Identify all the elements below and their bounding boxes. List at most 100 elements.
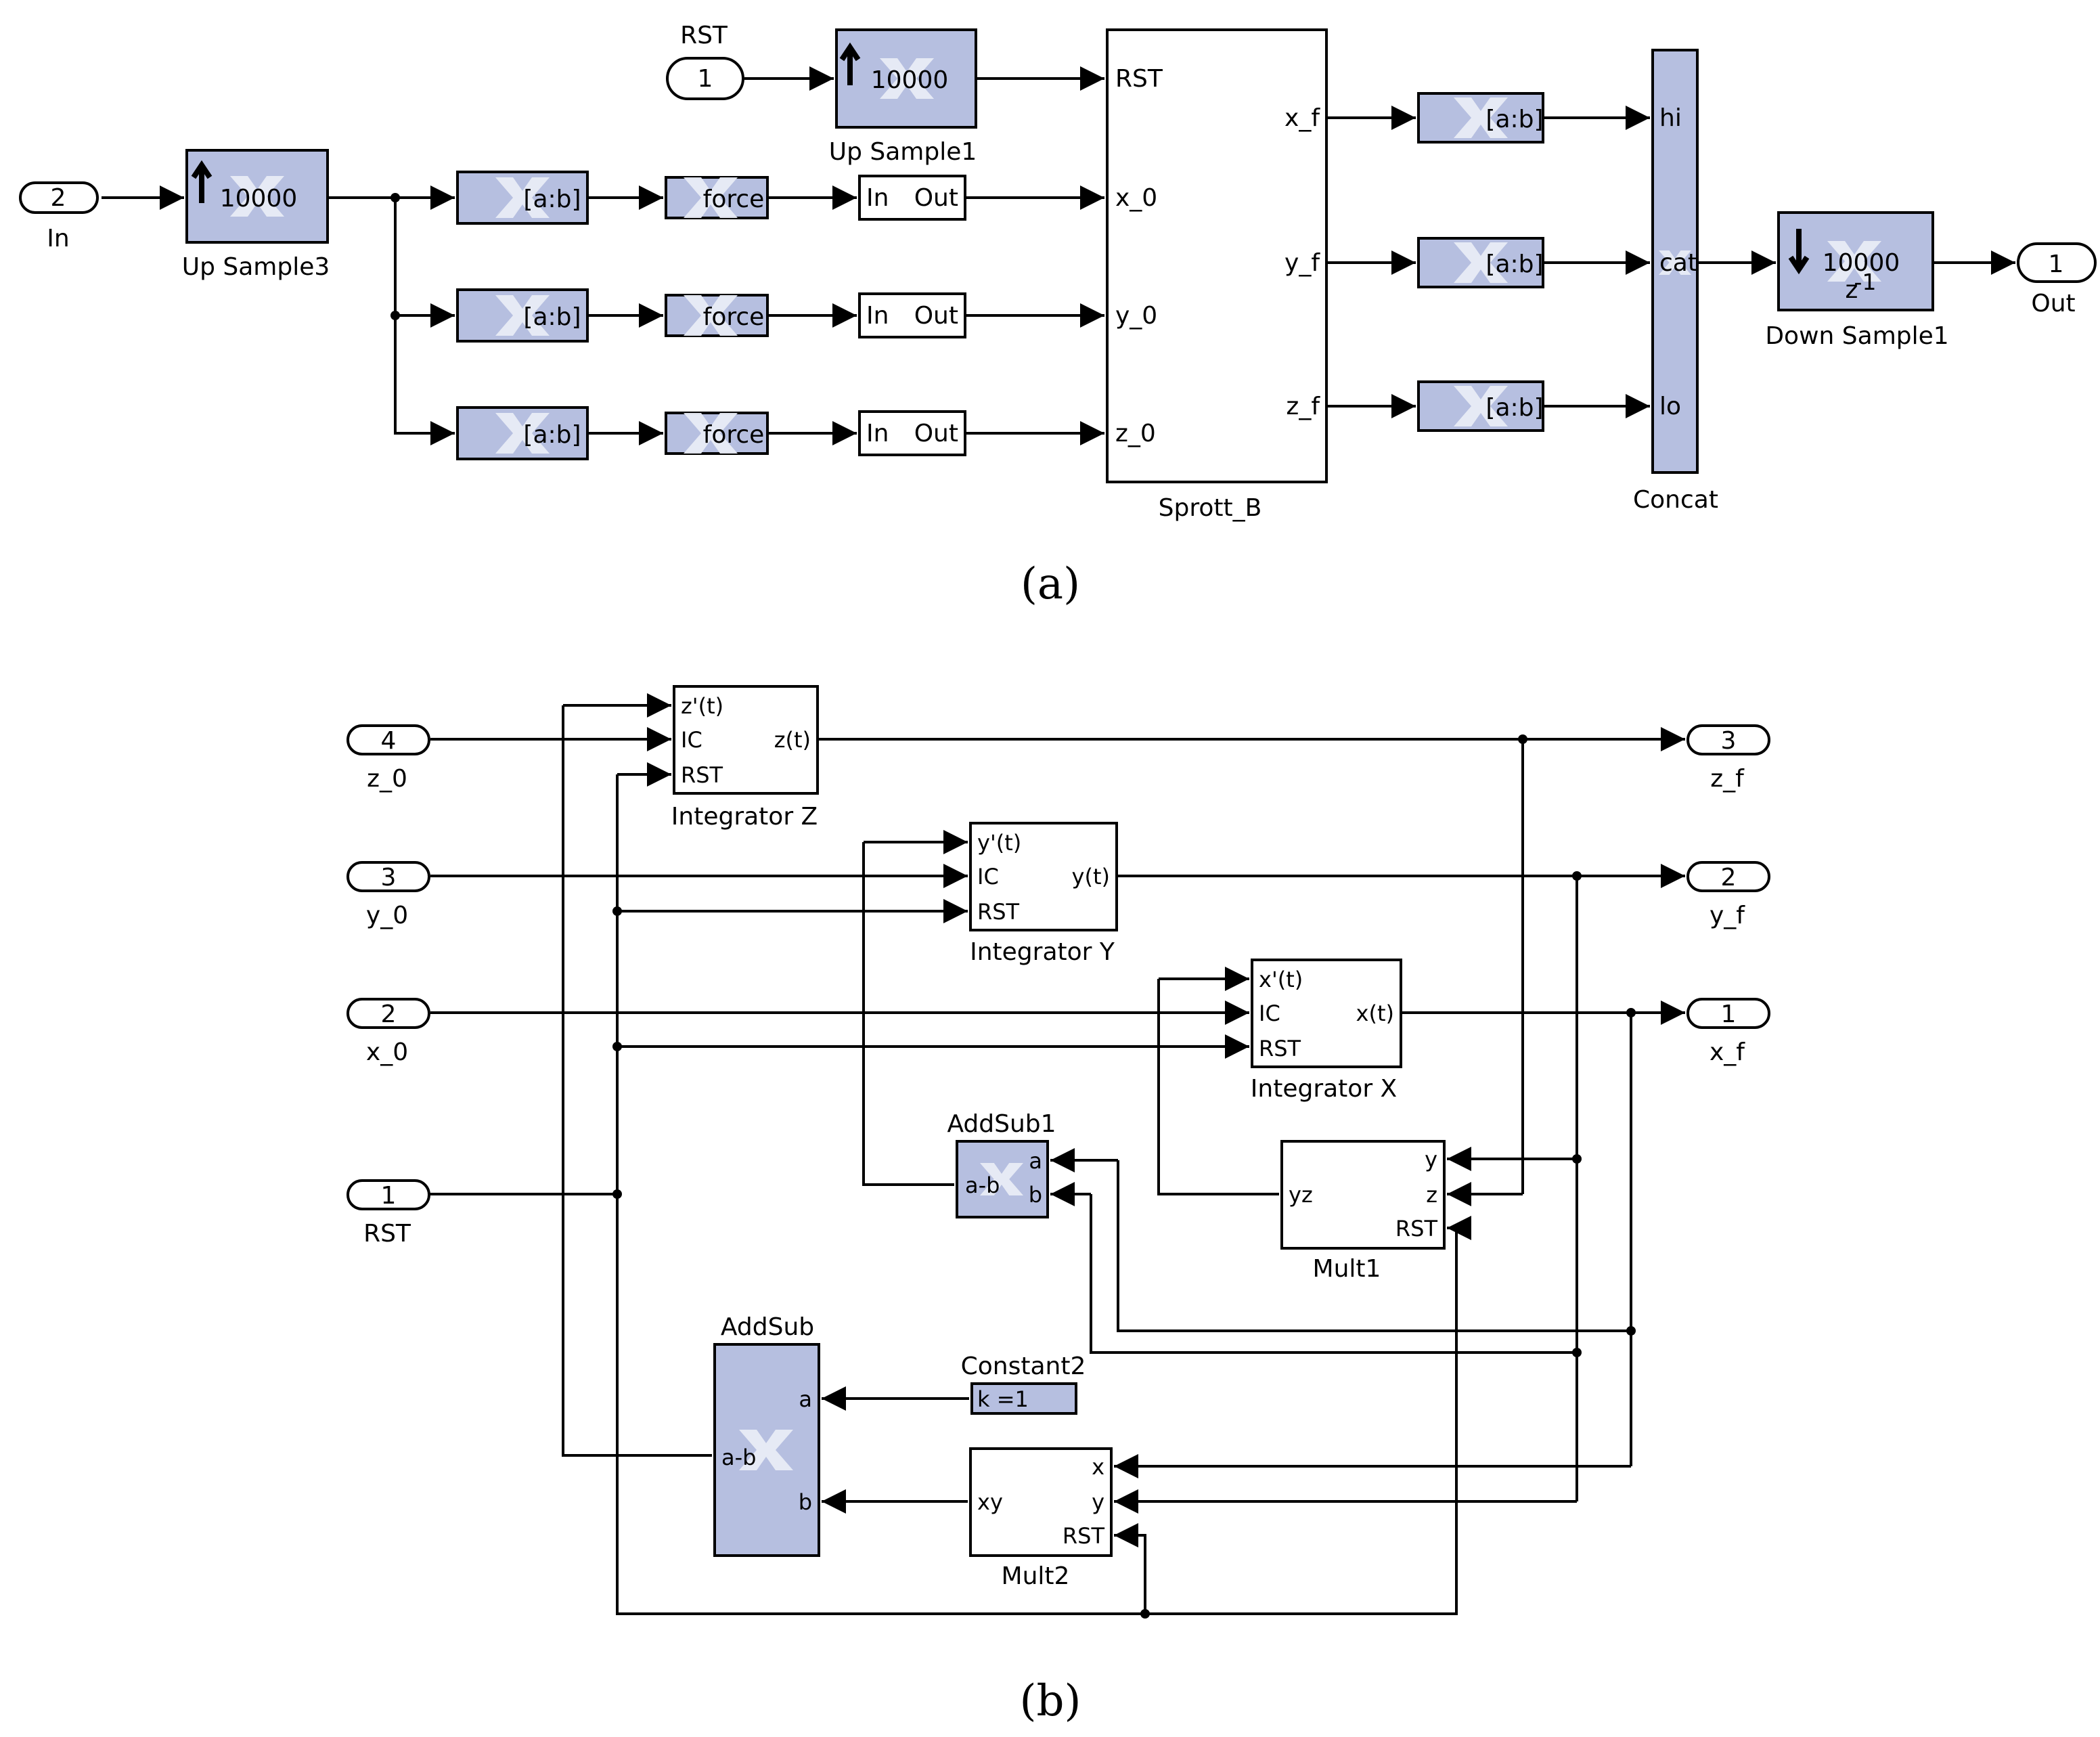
slice-block-yf[interactable]: [a:b] <box>1417 237 1544 288</box>
svg-text:a-b: a-b <box>721 1445 756 1470</box>
svg-text:z_f: z_f <box>1286 393 1320 420</box>
down-sample1-label: Down Sample1 <box>1765 322 1948 350</box>
rst-port-label: RST <box>680 22 728 49</box>
svg-text:y: y <box>1092 1489 1104 1515</box>
svg-text:x: x <box>1092 1454 1104 1480</box>
up-sample3-block[interactable]: 10000 Up Sample3 <box>182 149 330 281</box>
svg-text:4: 4 <box>381 727 397 755</box>
svg-text:z: z <box>1846 276 1858 304</box>
svg-text:Out: Out <box>914 420 958 447</box>
slice-block-zf[interactable]: [a:b] <box>1417 380 1544 432</box>
force-block-y[interactable]: force <box>665 294 769 337</box>
in-port-number: 2 <box>51 184 66 212</box>
input-port-rst: 1 RST <box>347 1179 430 1248</box>
diagram-a: 2 In RST 1 10000 Up Sample3 10000 Up Sam… <box>19 22 2097 609</box>
svg-text:z: z <box>1426 1182 1437 1208</box>
sprott-b-block[interactable]: RST x_0 y_0 z_0 x_f y_f z_f Sprott_B <box>1106 28 1328 522</box>
svg-text:RST: RST <box>1063 1523 1105 1549</box>
concat-block[interactable]: hi cat lo Concat <box>1633 49 1718 514</box>
integrator-y-block[interactable]: y'(t) IC RST y(t) Integrator Y <box>969 822 1118 966</box>
svg-text:[a:b]: [a:b] <box>523 421 581 449</box>
svg-text:In: In <box>866 302 889 330</box>
slice-block-y[interactable]: [a:b] <box>456 288 589 343</box>
subsystem-y[interactable]: In Out <box>858 292 966 338</box>
addsub-block[interactable]: AddSub a-b a b <box>713 1313 820 1557</box>
svg-text:IC: IC <box>681 727 702 753</box>
svg-text:force: force <box>703 185 765 213</box>
svg-text:[a:b]: [a:b] <box>1485 250 1543 278</box>
integrator-z-block[interactable]: z'(t) IC RST z(t) Integrator Z <box>671 685 819 831</box>
caption-b: (b) <box>1020 1676 1081 1726</box>
svg-text:force: force <box>703 421 765 449</box>
output-port-xf: 1 x_f <box>1686 998 1770 1066</box>
rst-port-number: 1 <box>698 65 713 93</box>
svg-text:y_f: y_f <box>1284 249 1320 277</box>
sprott-b-label: Sprott_B <box>1159 494 1262 522</box>
svg-text:z_0: z_0 <box>367 765 407 793</box>
svg-text:b: b <box>1029 1182 1042 1208</box>
svg-text:z(t): z(t) <box>774 727 811 753</box>
rst-port: RST 1 <box>666 22 744 100</box>
svg-text:a-b: a-b <box>965 1172 1000 1198</box>
svg-text:2: 2 <box>1721 864 1737 892</box>
up-sample1-block[interactable]: 10000 Up Sample1 <box>829 28 977 166</box>
svg-text:x_0: x_0 <box>1115 184 1157 212</box>
subsystem-x[interactable]: In Out <box>858 175 966 221</box>
svg-text:z_f: z_f <box>1710 765 1745 793</box>
svg-text:cat: cat <box>1659 249 1697 277</box>
svg-text:y_0: y_0 <box>1115 302 1157 330</box>
svg-text:yz: yz <box>1289 1182 1313 1208</box>
svg-text:x_0: x_0 <box>366 1038 408 1066</box>
up-arrow-icon <box>191 160 213 203</box>
svg-text:xy: xy <box>977 1489 1003 1515</box>
svg-text:[a:b]: [a:b] <box>1485 394 1543 422</box>
svg-text:-1: -1 <box>1854 269 1877 295</box>
svg-text:3: 3 <box>1721 727 1737 755</box>
diagram-b: 4 z_0 3 y_0 2 x_0 1 RST 3 z_f 2 y_f <box>347 685 1770 1726</box>
svg-text:a: a <box>799 1386 812 1412</box>
integrator-y-label: Integrator Y <box>970 938 1115 966</box>
mult1-label: Mult1 <box>1313 1255 1381 1283</box>
force-block-x[interactable]: force <box>665 176 769 219</box>
svg-text:[a:b]: [a:b] <box>523 185 581 213</box>
svg-text:Out: Out <box>914 184 958 212</box>
svg-text:x'(t): x'(t) <box>1259 967 1303 992</box>
up-sample1-value: 10000 <box>871 66 949 94</box>
integrator-x-label: Integrator X <box>1251 1075 1397 1103</box>
svg-text:10000: 10000 <box>1823 249 1900 277</box>
svg-text:hi: hi <box>1659 104 1682 132</box>
concat-label: Concat <box>1633 486 1718 514</box>
down-sample1-block[interactable]: 10000 z -1 Down Sample1 <box>1765 211 1949 350</box>
svg-text:b: b <box>799 1489 812 1515</box>
constant2-block[interactable]: Constant2 k =1 <box>961 1353 1086 1415</box>
out-port: 1 Out <box>2017 242 2097 317</box>
up-arrow-icon <box>839 42 861 85</box>
svg-text:x_f: x_f <box>1284 104 1320 132</box>
input-port-x0: 2 x_0 <box>347 998 430 1066</box>
mult2-block[interactable]: x y RST xy Mult2 <box>969 1447 1113 1590</box>
addsub1-label: AddSub1 <box>947 1110 1056 1138</box>
svg-text:x_f: x_f <box>1710 1038 1745 1066</box>
svg-text:RST: RST <box>1115 65 1163 93</box>
addsub1-block[interactable]: AddSub1 a-b a b <box>947 1110 1056 1218</box>
out-port-number: 1 <box>2049 250 2064 278</box>
svg-text:k =1: k =1 <box>977 1386 1029 1412</box>
up-sample1-label: Up Sample1 <box>829 138 977 166</box>
mult2-label: Mult2 <box>1002 1562 1070 1590</box>
slice-block-x[interactable]: [a:b] <box>456 171 589 225</box>
force-block-z[interactable]: force <box>665 412 769 455</box>
wires-a <box>102 66 2015 445</box>
slice-block-xf[interactable]: [a:b] <box>1417 92 1544 144</box>
subsystem-z[interactable]: In Out <box>858 410 966 456</box>
svg-text:RST: RST <box>681 762 723 788</box>
integrator-z-label: Integrator Z <box>671 803 818 831</box>
svg-text:y_f: y_f <box>1710 902 1745 929</box>
slice-block-z[interactable]: [a:b] <box>456 406 589 460</box>
svg-text:y_0: y_0 <box>366 902 408 929</box>
svg-text:y'(t): y'(t) <box>977 830 1021 856</box>
out-port-label: Out <box>2031 290 2075 317</box>
wires-b <box>395 693 1685 1619</box>
mult1-block[interactable]: y z RST yz Mult1 <box>1280 1140 1446 1283</box>
integrator-x-block[interactable]: x'(t) IC RST x(t) Integrator X <box>1251 959 1402 1103</box>
